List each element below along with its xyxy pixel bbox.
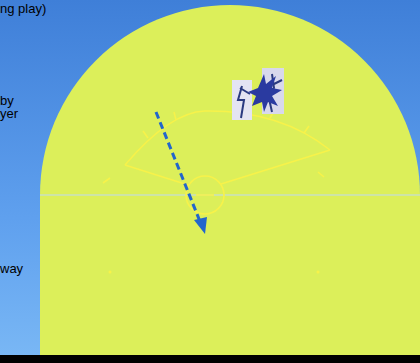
field [40, 5, 420, 363]
slide-text: ng play) [0, 1, 46, 16]
slide-text: way [0, 261, 23, 276]
slide-text: yer [0, 106, 18, 121]
bottom-bar [0, 355, 420, 363]
field-markings [40, 104, 420, 214]
slide-text: by [0, 93, 14, 108]
players-collision [232, 68, 284, 120]
pass-arrow [156, 112, 207, 234]
